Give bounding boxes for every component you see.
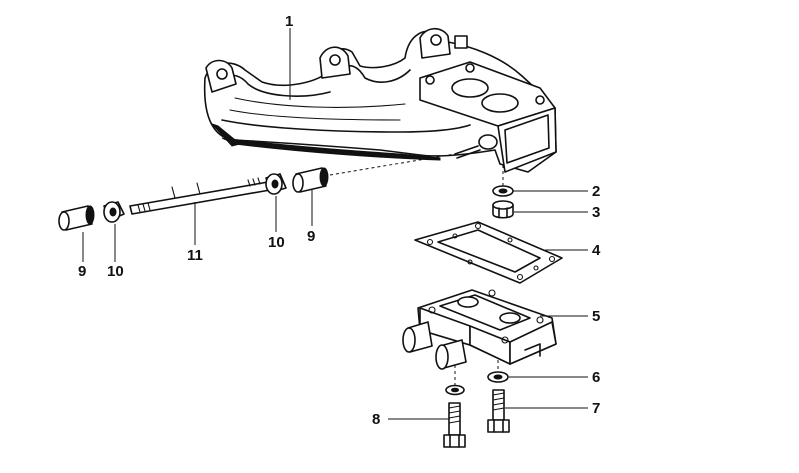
- nut-part-10-left: [103, 201, 125, 223]
- callout-1: 1: [285, 13, 293, 30]
- callout-5: 5: [592, 308, 600, 325]
- callout-2: 2: [592, 183, 600, 200]
- washer-part-6: [487, 371, 509, 383]
- leader-lines: [82, 28, 588, 420]
- callout-11: 11: [187, 247, 203, 264]
- sleeve-part-9-left: [58, 205, 95, 231]
- nut-part-10-right: [265, 173, 287, 195]
- callout-4: 4: [592, 242, 601, 259]
- callout-10-left: 10: [107, 263, 124, 280]
- bolt-part-7: [487, 389, 510, 433]
- callout-7: 7: [592, 400, 600, 417]
- callout-9-right: 9: [307, 228, 315, 245]
- callout-3: 3: [592, 204, 600, 221]
- washer-left: [445, 384, 465, 396]
- flange-housing-part-5: [402, 289, 557, 370]
- callout-9-left: 9: [78, 263, 86, 280]
- rod-part-11: [129, 177, 271, 215]
- nut-part-3: [492, 200, 514, 219]
- callout-10-right: 10: [268, 234, 285, 251]
- callout-6: 6: [592, 369, 600, 386]
- gasket-part-4: [414, 221, 563, 284]
- callout-labels: 1 2 3 4 5 6 7 8 9 9 10 10 11: [78, 13, 601, 428]
- exhaust-manifold: [203, 27, 557, 173]
- callout-8: 8: [372, 411, 380, 428]
- bolt-part-8: [443, 402, 466, 448]
- washer-part-2: [492, 185, 514, 197]
- sleeve-part-9-right: [292, 167, 329, 193]
